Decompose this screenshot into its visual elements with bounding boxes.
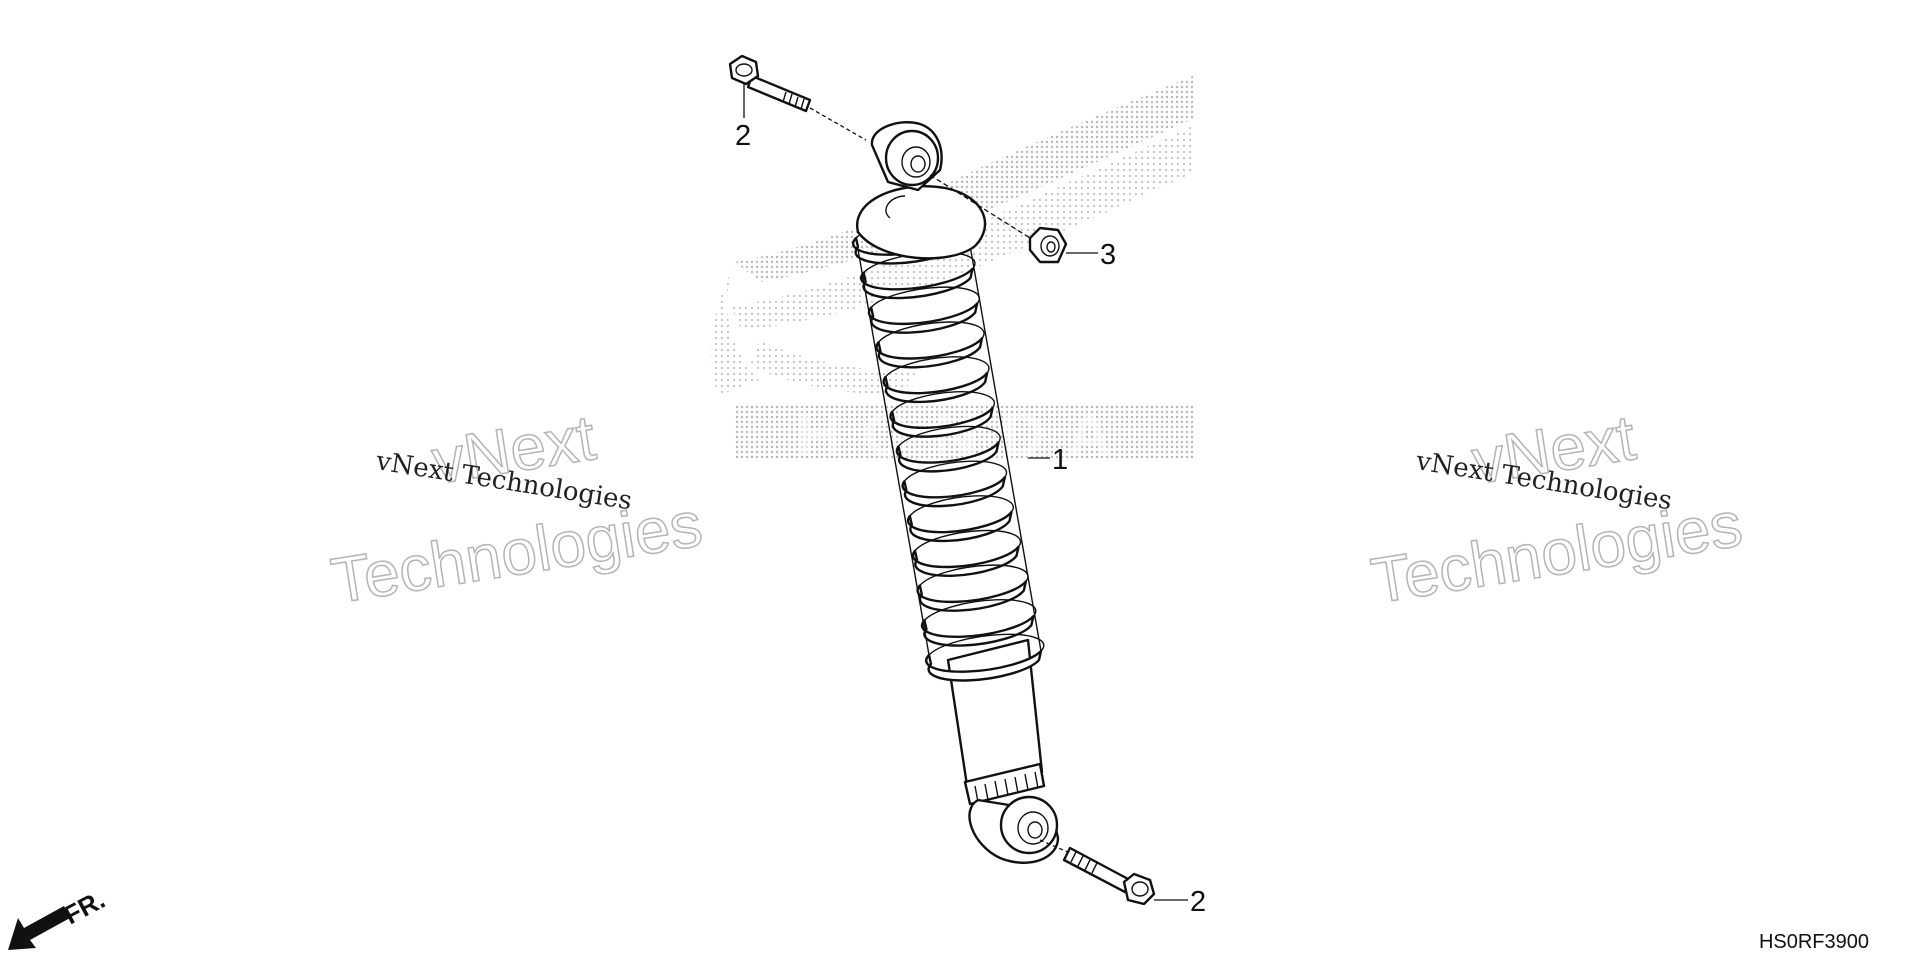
spring-coil (925, 649, 1043, 682)
spring-coil (895, 441, 1000, 473)
upper-bolt-head (728, 54, 760, 86)
figure-code: HS0RF3900 (1759, 931, 1869, 953)
coil-spring (852, 216, 1045, 682)
upper-spring-seat (855, 185, 987, 260)
upper-bolt-leader (809, 107, 867, 141)
watermark-left-technologies: Technologies (327, 488, 707, 618)
spring-coil (911, 545, 1020, 577)
watermark-right-technologies: Technologies (1367, 488, 1747, 618)
spring-coil (906, 510, 1013, 543)
front-label: FR. (59, 884, 110, 930)
spring-coil-back (914, 529, 1022, 552)
front-direction-indicator: FR. (8, 884, 110, 950)
spring-coil (875, 337, 984, 369)
spring-coil-back (928, 633, 1045, 656)
spring-coil (901, 476, 1006, 508)
spring-coil-back (897, 425, 1001, 447)
spring-coil (916, 580, 1028, 612)
background-logo: HONDA (710, 75, 1195, 470)
logo-wing-middle (730, 125, 1195, 330)
callouts: 1 2 3 2 (735, 84, 1206, 918)
logo-wing-left (710, 262, 760, 395)
logo-wing-upper (735, 75, 1195, 282)
logo-letters (735, 405, 1195, 460)
spring-outline-right (967, 233, 1042, 652)
spring-coil-back (923, 599, 1037, 621)
rear-shock-absorber (852, 121, 1060, 864)
logo-wing-lower (750, 340, 920, 395)
lower-flange-bolt (1039, 839, 1156, 906)
front-arrow-icon (8, 906, 70, 950)
spring-coil (889, 406, 994, 438)
spring-outline-left (855, 237, 930, 656)
spring-coil-back (877, 321, 985, 343)
callout-2-lower: 2 (1190, 886, 1206, 918)
spring-coil (859, 267, 974, 300)
upper-bolt-shank (746, 74, 812, 113)
spring-coil-back (884, 356, 990, 378)
spring-coil (867, 302, 979, 334)
upper-flange-bolt (728, 54, 867, 141)
watermark-right: vNext Technologies (1366, 400, 1748, 618)
spring-coil-back (891, 390, 996, 413)
damper-ring (963, 762, 1046, 806)
flange-nut (1028, 226, 1068, 264)
watermark-left: vNext Technologies (326, 400, 708, 618)
callout-1: 1 (1052, 444, 1068, 476)
logo-letters-text: HONDA (796, 401, 1133, 470)
callout-2-upper: 2 (735, 120, 751, 152)
spring-coil (920, 615, 1035, 647)
spring-coil (882, 371, 989, 404)
upper-eye-bushing (884, 129, 940, 187)
callout-3: 3 (1100, 239, 1116, 271)
spring-coil-back (909, 495, 1014, 517)
spring-coil-back (903, 460, 1008, 482)
